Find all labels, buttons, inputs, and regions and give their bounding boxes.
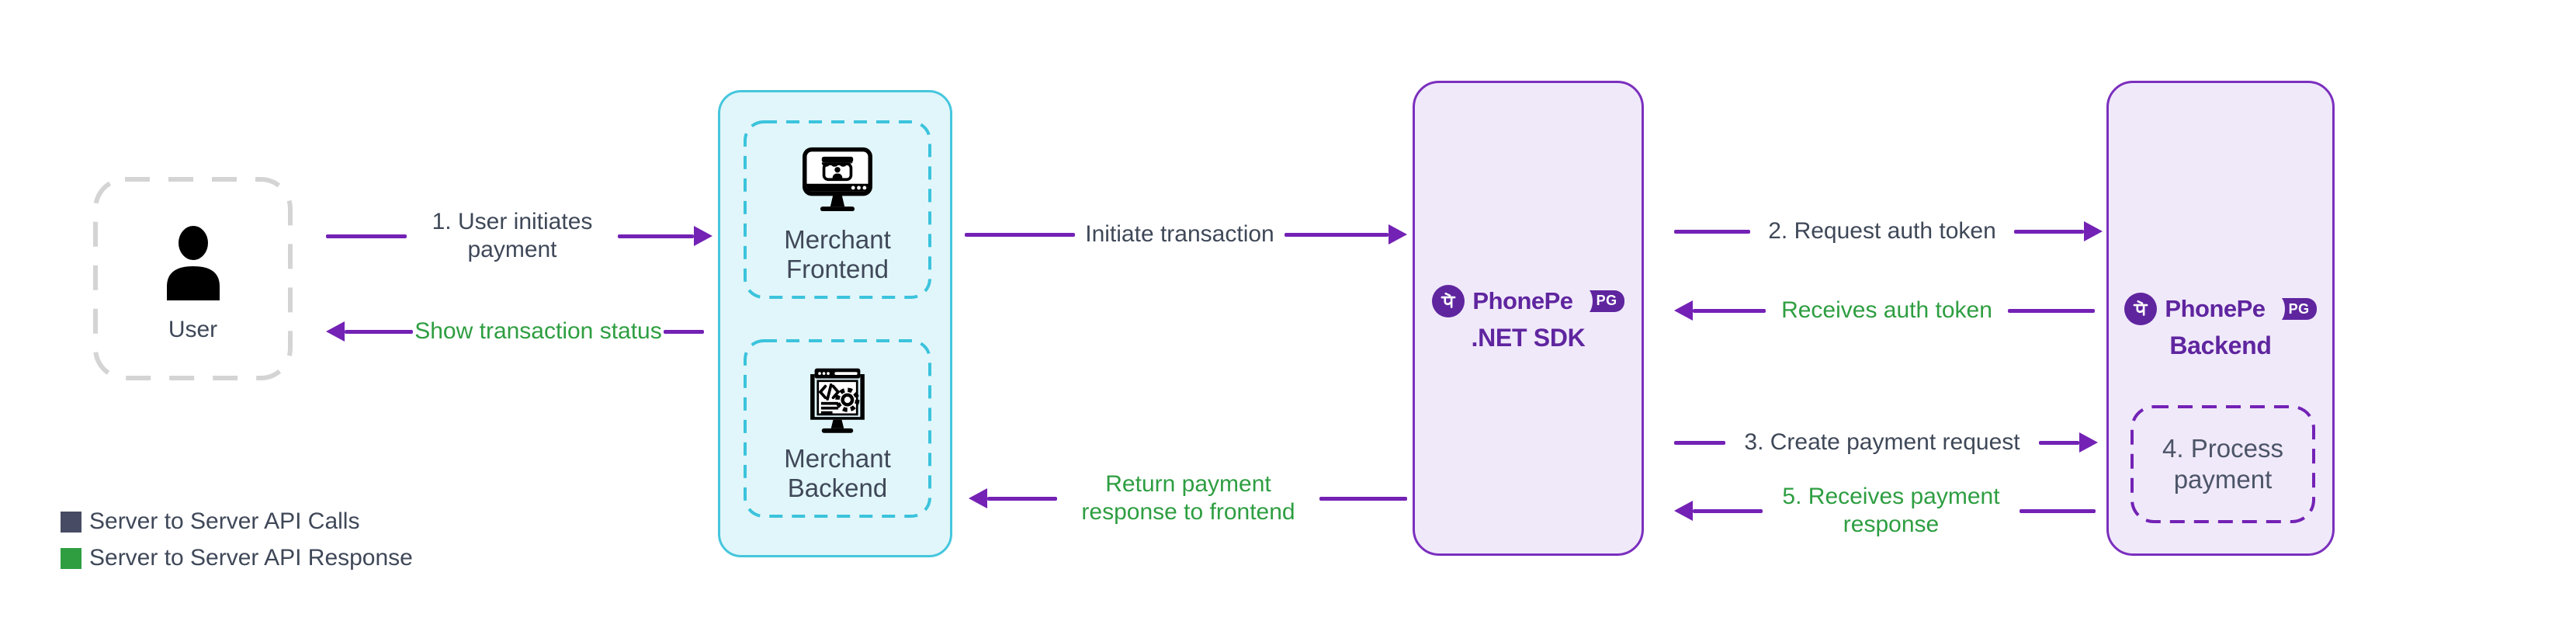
arrow-right: [618, 226, 712, 246]
arrow-request-auth-token: 2. Request auth token: [1674, 200, 2103, 262]
process-payment-label: 4. Process payment: [2162, 433, 2283, 495]
arrowhead-right-icon: [1388, 224, 1407, 245]
arrow-label: 2. Request auth token: [1768, 218, 1996, 244]
code-gear-monitor-icon: [799, 366, 875, 439]
arrow-label: 3. Create payment request: [1744, 429, 2020, 455]
arrowhead-left-icon: [1674, 501, 1693, 521]
arrow-user-initiates-payment: 1. User initiates payment: [326, 200, 712, 272]
arrow-initiate-transaction: Initiate transaction: [965, 203, 1407, 265]
arrow-line: [345, 329, 413, 334]
merchant-backend-label: Merchant Backend: [784, 444, 891, 503]
arrow-label: 5. Receives payment response: [1782, 483, 1999, 539]
sdk-subtitle: .NET SDK: [1471, 323, 1586, 352]
arrowhead-left-icon: [1674, 300, 1693, 321]
pg-badge: PG: [1575, 286, 1624, 315]
merchant-frontend-node: Merchant Frontend: [744, 120, 931, 299]
legend-label: Server to Server API Response: [89, 545, 413, 571]
arrow-right: [1284, 224, 1407, 245]
storefront-monitor-icon: [800, 147, 875, 220]
process-payment-line1: 4. Process: [2162, 434, 2283, 463]
arrow-label-line1: 1. User initiates: [432, 209, 593, 234]
arrow-line: [326, 234, 407, 238]
phonepe-icon: [2124, 293, 2158, 325]
arrow-create-payment-request: 3. Create payment request: [1674, 413, 2098, 472]
arrow-return-payment-response: Return payment response to frontend: [969, 460, 1407, 537]
merchant-backend-label-line1: Merchant: [784, 443, 891, 473]
legend-label: Server to Server API Calls: [89, 508, 360, 534]
merchant-backend-node: Merchant Backend: [744, 339, 931, 518]
arrow-line: [987, 496, 1057, 501]
arrowhead-left-icon: [969, 488, 987, 508]
phonepe-backend-node: PhonePe PG Backend 4. Process payment: [2106, 81, 2335, 556]
merchant-frontend-label-line1: Merchant: [784, 224, 891, 254]
pg-badge-text: PG: [2288, 300, 2310, 317]
arrow-line: [663, 329, 704, 334]
arrow-line: [2008, 308, 2095, 313]
arrow-line: [2013, 229, 2084, 234]
arrow-label-line1: Return payment: [1105, 471, 1271, 497]
arrow-line: [1674, 229, 1750, 234]
pg-badge: PG: [2267, 295, 2317, 323]
arrow-line: [965, 232, 1075, 237]
process-payment-line2: payment: [2173, 465, 2273, 494]
arrow-label-line2: response: [1843, 512, 1940, 537]
merchant-backend-label-line2: Backend: [787, 473, 888, 502]
arrow-left: [326, 321, 413, 342]
arrow-label: 1. User initiates payment: [432, 208, 593, 264]
user-node-label: User: [168, 316, 218, 342]
arrowhead-right-icon: [694, 226, 712, 246]
arrow-line: [1284, 232, 1389, 237]
arrow-label: Receives auth token: [1781, 297, 1992, 323]
backend-subtitle: Backend: [2169, 331, 2272, 359]
arrow-line: [1674, 440, 1725, 445]
arrow-show-transaction-status: Show transaction status: [326, 310, 704, 353]
arrow-right: [2038, 432, 2098, 453]
legend-item-api-response: Server to Server API Response: [61, 545, 413, 571]
phonepe-brand-text: PhonePe: [2165, 295, 2266, 322]
arrow-label-line2: response to frontend: [1081, 499, 1295, 525]
pg-badge-text: PG: [1596, 293, 1617, 308]
arrow-label: Return payment response to frontend: [1081, 470, 1295, 526]
arrow-left: [1674, 300, 1766, 321]
merchant-frontend-label-line2: Frontend: [785, 254, 889, 283]
phonepe-sdk-node: PhonePe PG .NET SDK: [1413, 81, 1644, 556]
arrow-line: [1319, 496, 1407, 501]
legend-swatch-green: [61, 547, 81, 569]
merchant-container: Merchant Frontend: [718, 90, 952, 557]
arrowhead-right-icon: [2083, 221, 2103, 241]
phonepe-brand-text: PhonePe: [1472, 286, 1573, 314]
phonepe-logo: PhonePe PG: [2124, 293, 2317, 325]
legend-item-api-calls: Server to Server API Calls: [61, 508, 413, 535]
user-icon: [156, 223, 231, 307]
legend-swatch-dark: [61, 511, 81, 533]
legend: Server to Server API Calls Server to Ser…: [61, 508, 413, 571]
arrow-label-line1: 5. Receives payment: [1782, 484, 2000, 509]
arrowhead-right-icon: [2078, 432, 2098, 453]
arrow-label: Initiate transaction: [1085, 221, 1274, 247]
arrow-line: [1693, 508, 1763, 513]
arrow-receives-payment-response: 5. Receives payment response: [1674, 472, 2096, 550]
arrow-line: [1693, 308, 1766, 313]
arrow-label: Show transaction status: [414, 318, 662, 344]
arrow-line: [2038, 440, 2079, 445]
arrowhead-left-icon: [326, 321, 345, 342]
merchant-frontend-label: Merchant Frontend: [784, 225, 891, 284]
arrow-left: [969, 488, 1057, 508]
process-payment-node: 4. Process payment: [2130, 405, 2315, 523]
phonepe-logo: PhonePe PG: [1432, 284, 1624, 317]
arrow-label-line2: payment: [467, 237, 557, 262]
arrow-receives-auth-token: Receives auth token: [1674, 289, 2095, 332]
phonepe-icon: [1432, 284, 1465, 317]
user-node: User: [93, 177, 293, 380]
arrow-right: [2013, 221, 2103, 241]
arrow-line: [618, 234, 694, 238]
arrow-line: [2019, 508, 2096, 513]
arrow-left: [1674, 501, 1763, 521]
